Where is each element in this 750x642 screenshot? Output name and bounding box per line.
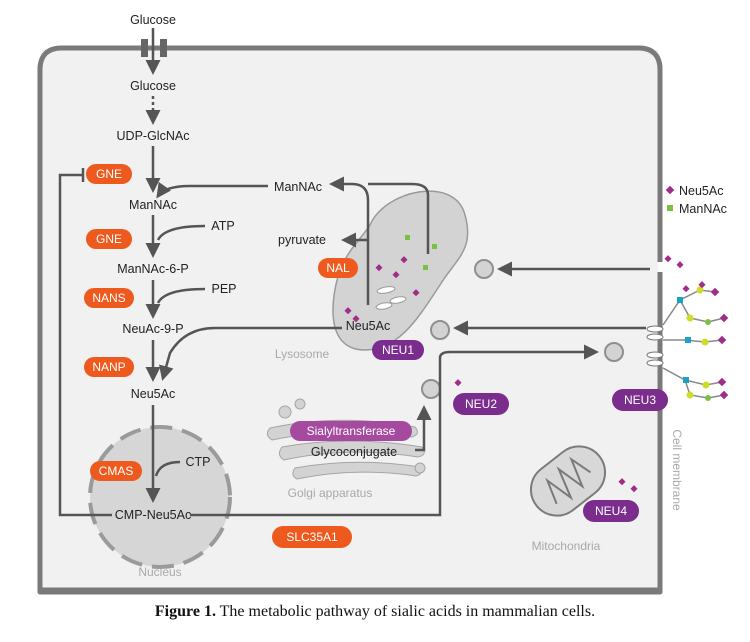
glucose-transporter xyxy=(141,39,167,57)
enzyme-nans-label: NANS xyxy=(92,291,125,305)
enzyme-neu3: NEU3 xyxy=(612,389,668,411)
sialic-acid-pathway-diagram: Glucose Glucose UDP-GlcNAc ManNAc ATP Ma… xyxy=(37,13,729,595)
label-mannac: ManNAc xyxy=(129,198,177,212)
cell-outline xyxy=(37,45,663,593)
legend: Neu5Ac ManNAc xyxy=(665,184,727,216)
enzyme-nal-label: NAL xyxy=(326,261,350,275)
enzyme-neu1: NEU1 xyxy=(372,340,424,360)
pathway-arrows xyxy=(58,28,650,517)
label-mannac-6-p: ManNAc-6-P xyxy=(117,262,189,276)
mitochondria xyxy=(529,445,607,517)
enzyme-gne-2: GNE xyxy=(86,229,132,249)
label-nucleus: Nucleus xyxy=(138,565,181,579)
legend-mannac-marker xyxy=(667,205,673,211)
label-udp-glcnac: UDP-GlcNAc xyxy=(117,129,190,143)
enzyme-nanp: NANP xyxy=(84,357,134,377)
label-mitochondria: Mitochondria xyxy=(532,539,601,553)
label-cell-membrane: Cell membrane xyxy=(670,429,684,511)
label-cmp-neu5ac: CMP-Neu5Ac xyxy=(115,508,191,522)
label-glucose-inside: Glucose xyxy=(130,79,176,93)
enzyme-gne-2-label: GNE xyxy=(96,232,122,246)
legend-mannac-label: ManNAc xyxy=(679,202,727,216)
label-golgi: Golgi apparatus xyxy=(288,486,373,500)
label-ctp: CTP xyxy=(186,455,211,469)
enzyme-sialyltransferase-label: Sialyltransferase xyxy=(307,424,396,438)
label-lysosome: Lysosome xyxy=(275,347,330,361)
enzyme-nans: NANS xyxy=(84,288,134,308)
label-neu5ac: Neu5Ac xyxy=(131,387,175,401)
enzyme-sialyltransferase: Sialyltransferase xyxy=(290,421,412,441)
enzyme-neu2-label: NEU2 xyxy=(465,397,497,411)
enzyme-cmas: CMAS xyxy=(90,461,142,481)
enzyme-slc35a1-label: SLC35A1 xyxy=(286,530,338,544)
label-atp: ATP xyxy=(211,219,234,233)
neu5ac-markers xyxy=(344,255,684,493)
label-neu5ac-lysosome: Neu5Ac xyxy=(346,319,390,333)
enzyme-cmas-label: CMAS xyxy=(99,464,134,478)
figure-caption: Figure 1. The metabolic pathway of siali… xyxy=(0,603,750,621)
label-pyruvate: pyruvate xyxy=(278,233,326,247)
label-neuac-9-p: NeuAc-9-P xyxy=(122,322,183,336)
membrane-pores xyxy=(646,325,664,367)
label-glycoconjugate: Glycoconjugate xyxy=(311,445,397,459)
legend-neu5ac-marker xyxy=(665,185,675,195)
enzyme-neu1-label: NEU1 xyxy=(382,343,414,357)
label-pep: PEP xyxy=(211,282,236,296)
enzyme-neu2: NEU2 xyxy=(453,393,509,415)
nucleus xyxy=(88,425,232,569)
glycan-chains xyxy=(662,281,729,401)
legend-neu5ac-label: Neu5Ac xyxy=(679,184,723,198)
enzyme-gne-1: GNE xyxy=(86,164,132,184)
lysosome-vesicles xyxy=(375,286,407,310)
label-glucose-outside: Glucose xyxy=(130,13,176,27)
vesicles xyxy=(421,259,624,399)
enzyme-neu3-label: NEU3 xyxy=(624,393,656,407)
caption-label: Figure 1. xyxy=(154,603,216,620)
enzyme-nal: NAL xyxy=(318,258,358,278)
enzyme-nanp-label: NANP xyxy=(92,360,125,374)
enzyme-neu4-label: NEU4 xyxy=(595,504,627,518)
enzyme-gne-1-label: GNE xyxy=(96,167,122,181)
enzyme-neu4: NEU4 xyxy=(583,500,639,522)
mannac-markers xyxy=(405,235,437,270)
enzyme-slc35a1: SLC35A1 xyxy=(272,526,352,548)
caption-text: The metabolic pathway of sialic acids in… xyxy=(219,603,596,620)
label-mannac-top: ManNAc xyxy=(274,180,322,194)
